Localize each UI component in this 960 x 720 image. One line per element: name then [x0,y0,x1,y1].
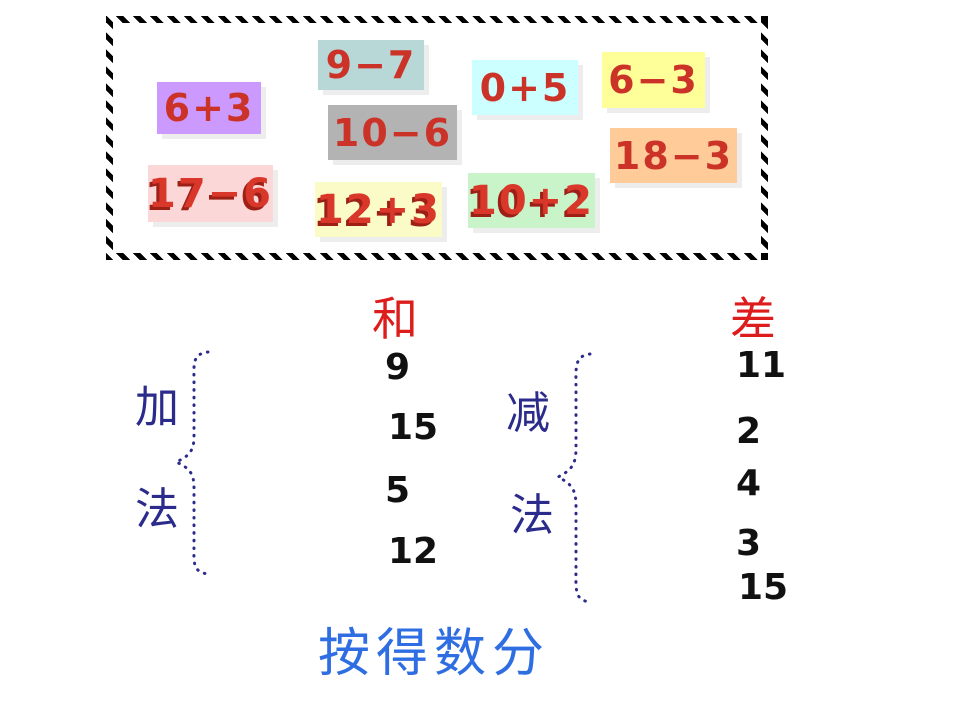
sum-value-2: 15 [388,407,439,448]
expression-card-10minus6: 10−6 [328,105,457,160]
expression-card-6minus3: 6−3 [602,52,705,108]
sum-value-4: 12 [388,531,439,572]
difference-value-1: 11 [736,345,787,386]
expression-card-12plus3: 12+3 [315,182,442,237]
sum-value-1: 9 [385,347,411,388]
addition-brace [172,350,210,576]
addition-label-char-2: 法 [135,484,179,535]
difference-value-2: 2 [736,411,762,452]
difference-value-3: 4 [736,463,762,504]
difference-value-4: 3 [736,523,762,564]
dashed-frame [106,16,768,260]
sum-value-3: 5 [385,470,411,511]
difference-header: 差 [730,292,776,346]
sum-header: 和 [372,292,418,346]
dashed-frame-top [106,16,768,23]
expression-card-9minus7: 9−7 [318,40,424,90]
expression-card-17minus6: 17−6 [148,165,273,222]
subtraction-brace [554,352,592,604]
difference-value-5: 15 [738,567,789,608]
dashed-frame-bottom [106,253,768,260]
expression-card-18minus3: 18−3 [610,128,737,183]
addition-label-char-1: 加 [135,382,179,433]
slide-caption: 按得数分 [318,624,551,684]
dashed-frame-right [761,16,768,260]
expression-card-0plus5: 0+5 [472,60,578,115]
expression-card-10plus2: 10+2 [468,173,595,228]
dashed-frame-left [106,16,113,260]
subtraction-label-char-2: 法 [510,490,554,541]
expression-card-6plus3: 6+3 [157,82,261,134]
subtraction-label-char-1: 减 [506,388,550,439]
